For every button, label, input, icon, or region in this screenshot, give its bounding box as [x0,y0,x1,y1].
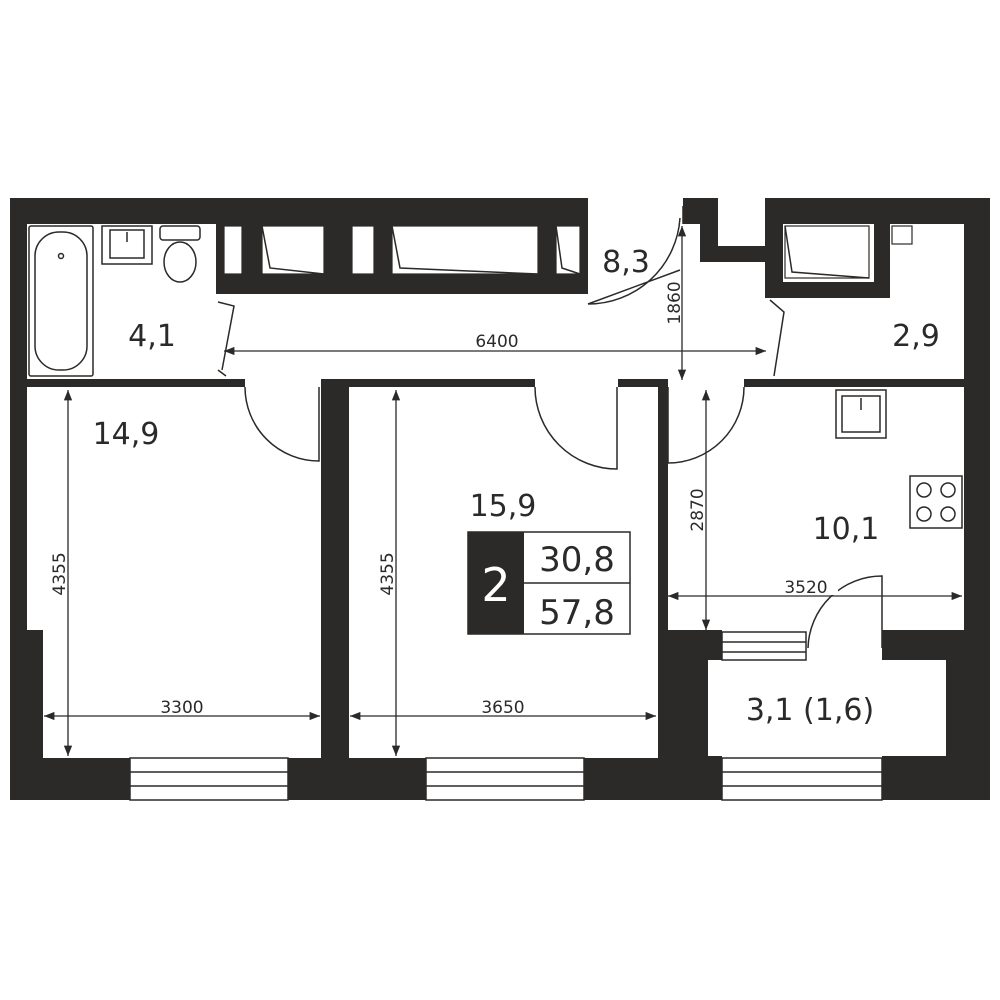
kitchen-sink-icon [835,389,887,439]
room-area-hallway: 8,3 [602,245,650,280]
room-area-bedroom-left: 14,9 [93,417,160,452]
room-area-bathroom: 4,1 [128,319,176,354]
bathtub-icon [28,225,94,377]
dim-left-room-width: 3300 [160,698,203,718]
dim-kitchen-width: 3520 [784,578,827,598]
doors [217,206,883,649]
badge-total-area: 57,8 [539,593,615,633]
badge-living-area: 30,8 [539,540,615,580]
dim-left-room-height: 4355 [50,552,70,595]
dim-kitchen-height: 2870 [688,488,708,531]
room-labels: 4,1 8,3 2,9 14,9 15,9 10,1 3,1 (1,6) [93,245,940,728]
dimension-lines [44,226,962,756]
windows [129,631,883,801]
dim-middle-room-height: 4355 [378,552,398,595]
stove-icon [909,475,963,529]
room-area-bedroom-middle: 15,9 [470,489,537,524]
toilet-icon [159,225,201,283]
dim-hall-depth: 1860 [665,281,685,324]
dim-hall-width: 6400 [475,332,518,352]
room-area-kitchen: 10,1 [813,512,880,547]
sink-icon [101,225,153,265]
room-area-balcony: 3,1 (1,6) [746,693,874,728]
apartment-badge: 2 30,8 57,8 [467,531,631,635]
wardrobes [223,225,913,279]
dimension-labels: 6400 1860 4355 3300 4355 3650 2870 3520 [50,281,838,718]
dim-middle-room-width: 3650 [481,698,524,718]
badge-rooms-count: 2 [481,558,510,612]
room-area-closet: 2,9 [892,319,940,354]
